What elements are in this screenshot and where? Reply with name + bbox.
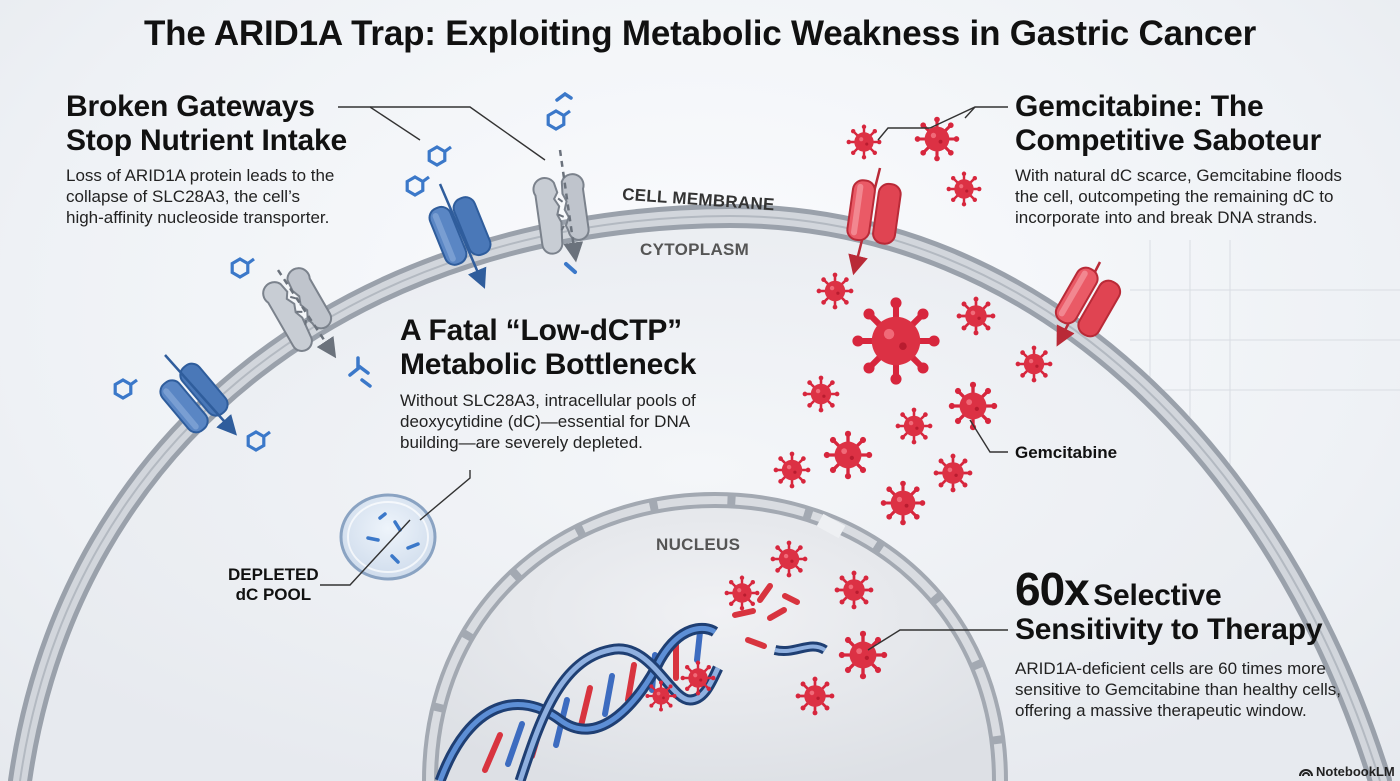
broken-body-line1: Loss of ARID1A protein leads to the (66, 166, 335, 185)
sens-body-line1: ARID1A-deficient cells are 60 times more (1015, 659, 1326, 678)
broken-gateways-heading: Broken Gateways Stop Nutrient Intake (66, 90, 347, 158)
fatal-body-line1: Without SLC28A3, intracellular pools of (400, 391, 696, 410)
fatal-heading-line2: Metabolic Bottleneck (400, 348, 697, 381)
notebooklm-logo-icon (1299, 769, 1313, 777)
sens-body-line2: sensitive to Gemcitabine than healthy ce… (1015, 680, 1342, 699)
page-title: The ARID1A Trap: Exploiting Metabolic We… (143, 14, 1257, 53)
cell-membrane-highlight (19, 214, 1381, 781)
dna-helix-icon (434, 583, 828, 781)
sensitivity-heading-line2: Sensitivity to Therapy (1015, 613, 1323, 646)
sens-body-line3: offering a massive therapeutic window. (1015, 701, 1307, 720)
gem-heading-line1: Gemcitabine: The (1015, 90, 1264, 123)
sensitivity-heading-line1: Selective (1093, 579, 1222, 612)
nucleus-label: NUCLEUS (656, 535, 741, 554)
gemcitabine-label: Gemcitabine (1015, 443, 1118, 462)
gem-body-line2: the cell, outcompeting the remaining dC … (1015, 187, 1334, 206)
sensitivity-fold-value: 60x (1015, 563, 1090, 615)
depleted-label-line2: dC POOL (235, 585, 312, 604)
nuclear-pore (816, 513, 846, 539)
broken-heading-line2: Stop Nutrient Intake (66, 124, 348, 157)
fatal-body-line2: deoxycytidine (dC)—essential for DNA (400, 412, 691, 431)
nucleus-region (430, 500, 1000, 781)
fatal-bottleneck-heading: A Fatal “Low-dCTP” Metabolic Bottleneck (400, 314, 696, 382)
broken-body-line2: collapse of SLC28A3, the cell’s (66, 187, 301, 206)
gem-heading-line2: Competitive Saboteur (1015, 124, 1322, 157)
broken-heading-line1: Broken Gateways (66, 90, 315, 123)
notebooklm-logo-text: NotebookLM (1316, 764, 1395, 779)
gemcitabine-heading: Gemcitabine: The Competitive Saboteur (1015, 90, 1321, 158)
broken-gateways-body: Loss of ARID1A protein leads to the coll… (66, 165, 334, 228)
leader-lines (320, 106, 1008, 651)
fatal-body-line3: building—are severely depleted. (400, 433, 643, 452)
sensitivity-body: ARID1A-deficient cells are 60 times more… (1015, 658, 1341, 721)
gem-body-line1: With natural dC scarce, Gemcitabine floo… (1015, 166, 1342, 185)
fatal-bottleneck-body: Without SLC28A3, intracellular pools of … (400, 390, 696, 453)
depleted-dc-pool (339, 493, 437, 581)
cytoplasm-label: CYTOPLASM (640, 240, 750, 259)
nucleoside-molecule-icon (113, 91, 577, 452)
broken-body-line3: high-affinity nucleoside transporter. (66, 208, 330, 227)
depleted-label-line1: DEPLETED (228, 565, 319, 584)
depleted-dc-pool-label: DEPLETED dC POOL (228, 565, 319, 605)
fatal-heading-line1: A Fatal “Low-dCTP” (400, 314, 682, 347)
sensitivity-heading: 60x Selective (1015, 566, 1222, 624)
gemcitabine-body: With natural dC scarce, Gemcitabine floo… (1015, 165, 1342, 228)
gem-body-line3: incorporate into and break DNA strands. (1015, 208, 1318, 227)
nuclear-membrane-inner (426, 495, 1004, 781)
